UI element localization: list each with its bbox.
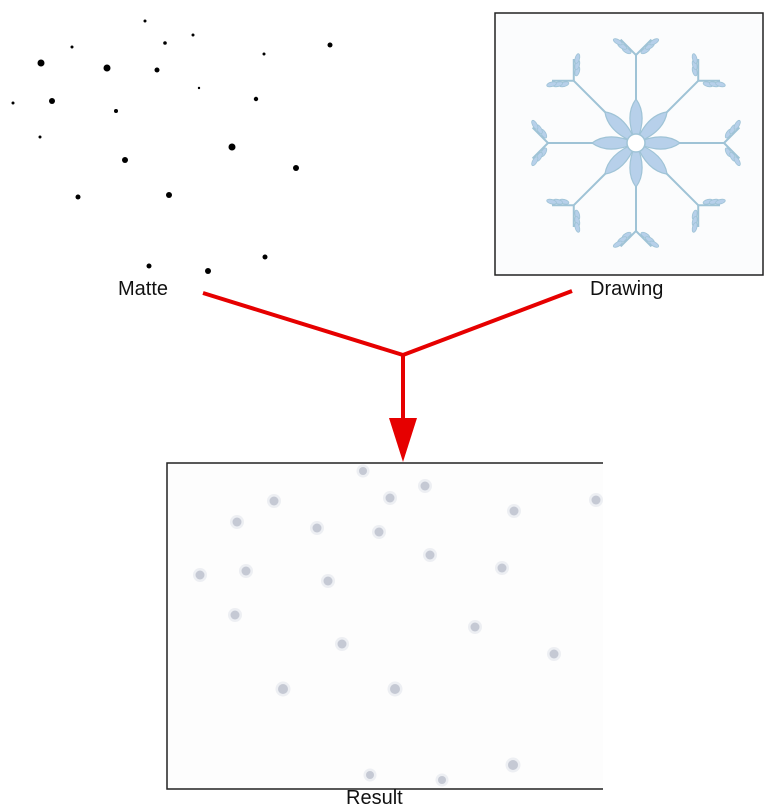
matte-dots xyxy=(12,20,333,275)
result-background xyxy=(167,463,603,789)
result-dot xyxy=(366,771,374,779)
matte-dot xyxy=(144,20,147,23)
matte-dot xyxy=(38,60,45,67)
result-dot xyxy=(196,571,205,580)
matte-dot xyxy=(293,165,299,171)
result-dot xyxy=(421,482,430,491)
result-label: Result xyxy=(346,788,403,808)
result-dot xyxy=(498,564,507,573)
matte-dot xyxy=(104,65,111,72)
matte-label: Matte xyxy=(118,279,168,299)
drawing-label: Drawing xyxy=(590,279,663,299)
result-dot xyxy=(438,776,446,784)
matte-dot xyxy=(155,68,160,73)
matte-dot xyxy=(163,41,167,45)
result-dot xyxy=(270,497,279,506)
matte-connector-line xyxy=(203,293,403,355)
result-dot xyxy=(510,507,519,516)
result-dot xyxy=(375,528,384,537)
result-dot xyxy=(278,684,288,694)
matte-dot xyxy=(205,268,211,274)
matte-dot xyxy=(328,43,333,48)
down-arrowhead xyxy=(389,418,417,462)
matte-dot xyxy=(114,109,118,113)
matte-dot xyxy=(76,195,81,200)
drawing-panel xyxy=(495,13,763,275)
result-dot xyxy=(386,494,395,503)
result-dot xyxy=(324,577,333,586)
result-dot xyxy=(233,518,242,527)
matte-dot xyxy=(147,264,152,269)
result-dot xyxy=(426,551,435,560)
snowflake-center xyxy=(627,134,645,152)
matte-dot xyxy=(263,53,266,56)
result-dot xyxy=(508,760,518,770)
merge-arrow xyxy=(203,291,572,462)
drawing-connector-line xyxy=(403,291,572,355)
matte-dot xyxy=(71,46,74,49)
matte-dot xyxy=(229,144,236,151)
result-dot xyxy=(313,524,322,533)
matte-dot xyxy=(192,34,195,37)
result-dot xyxy=(390,684,400,694)
result-dot xyxy=(471,623,480,632)
matte-dot xyxy=(166,192,172,198)
result-dot xyxy=(550,650,559,659)
matte-dot xyxy=(198,87,200,89)
result-dot xyxy=(231,611,240,620)
result-panel xyxy=(167,463,603,789)
matte-dot xyxy=(39,136,42,139)
matte-dot xyxy=(263,255,268,260)
matte-dot xyxy=(49,98,55,104)
result-dot xyxy=(242,567,251,576)
matte-dot xyxy=(122,157,128,163)
matte-dot xyxy=(254,97,258,101)
matte-dot xyxy=(12,102,15,105)
result-dot xyxy=(338,640,347,649)
result-dot xyxy=(592,496,601,505)
result-dot xyxy=(359,467,367,475)
